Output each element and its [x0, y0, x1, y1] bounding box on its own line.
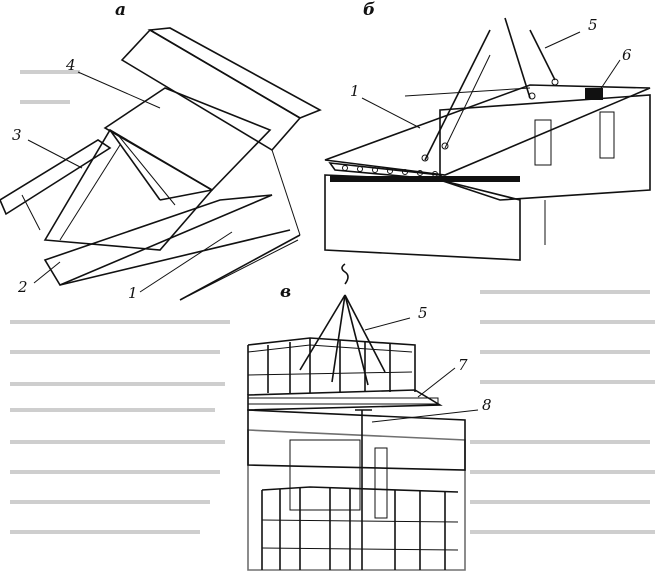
callout-4: 4 [65, 56, 76, 74]
brick-wall-lower [324, 174, 521, 261]
window [599, 111, 615, 159]
panel-a-roof-opening [0, 27, 322, 301]
section-label-b: б [363, 0, 375, 20]
section-labels: а б в [115, 0, 375, 302]
eave-slab-3 [0, 139, 112, 216]
window [534, 119, 552, 166]
brick-wall-upper [439, 94, 651, 201]
callout-7: 7 [458, 356, 468, 374]
sling-5 [299, 294, 346, 371]
crane-hook [341, 263, 349, 285]
balcony-slab-7 [247, 389, 443, 411]
slab-hollows [342, 165, 438, 177]
facade-window [289, 439, 361, 511]
lower-railing [261, 486, 459, 570]
upper-railing [247, 337, 416, 395]
roof-lower-edge [43, 194, 273, 287]
sling-cable-5 [424, 29, 491, 161]
callout-6: 6 [622, 46, 632, 64]
callout-8: 8 [482, 396, 492, 414]
section-label-a: а [115, 0, 126, 20]
callout-3: 3 [12, 126, 22, 144]
roof-upper-edge [147, 27, 322, 119]
callout-5-b: 5 [588, 16, 598, 34]
support-block-6 [585, 88, 603, 100]
bleed-through-text [10, 70, 655, 534]
callout-1-a: 1 [128, 284, 138, 302]
callout-5-v: 5 [418, 304, 428, 322]
panel-v-balcony-installation [247, 263, 479, 571]
callout-2-a: 2 [17, 278, 28, 296]
panel-b-floor-slab-lifting [324, 17, 651, 261]
facade-column [374, 447, 388, 519]
lintel-layer [330, 176, 520, 182]
callout-1-b: 1 [350, 82, 360, 100]
section-label-v: в [280, 282, 291, 302]
callout-labels: 4 3 2 1 1 5 6 5 7 8 [12, 16, 632, 414]
